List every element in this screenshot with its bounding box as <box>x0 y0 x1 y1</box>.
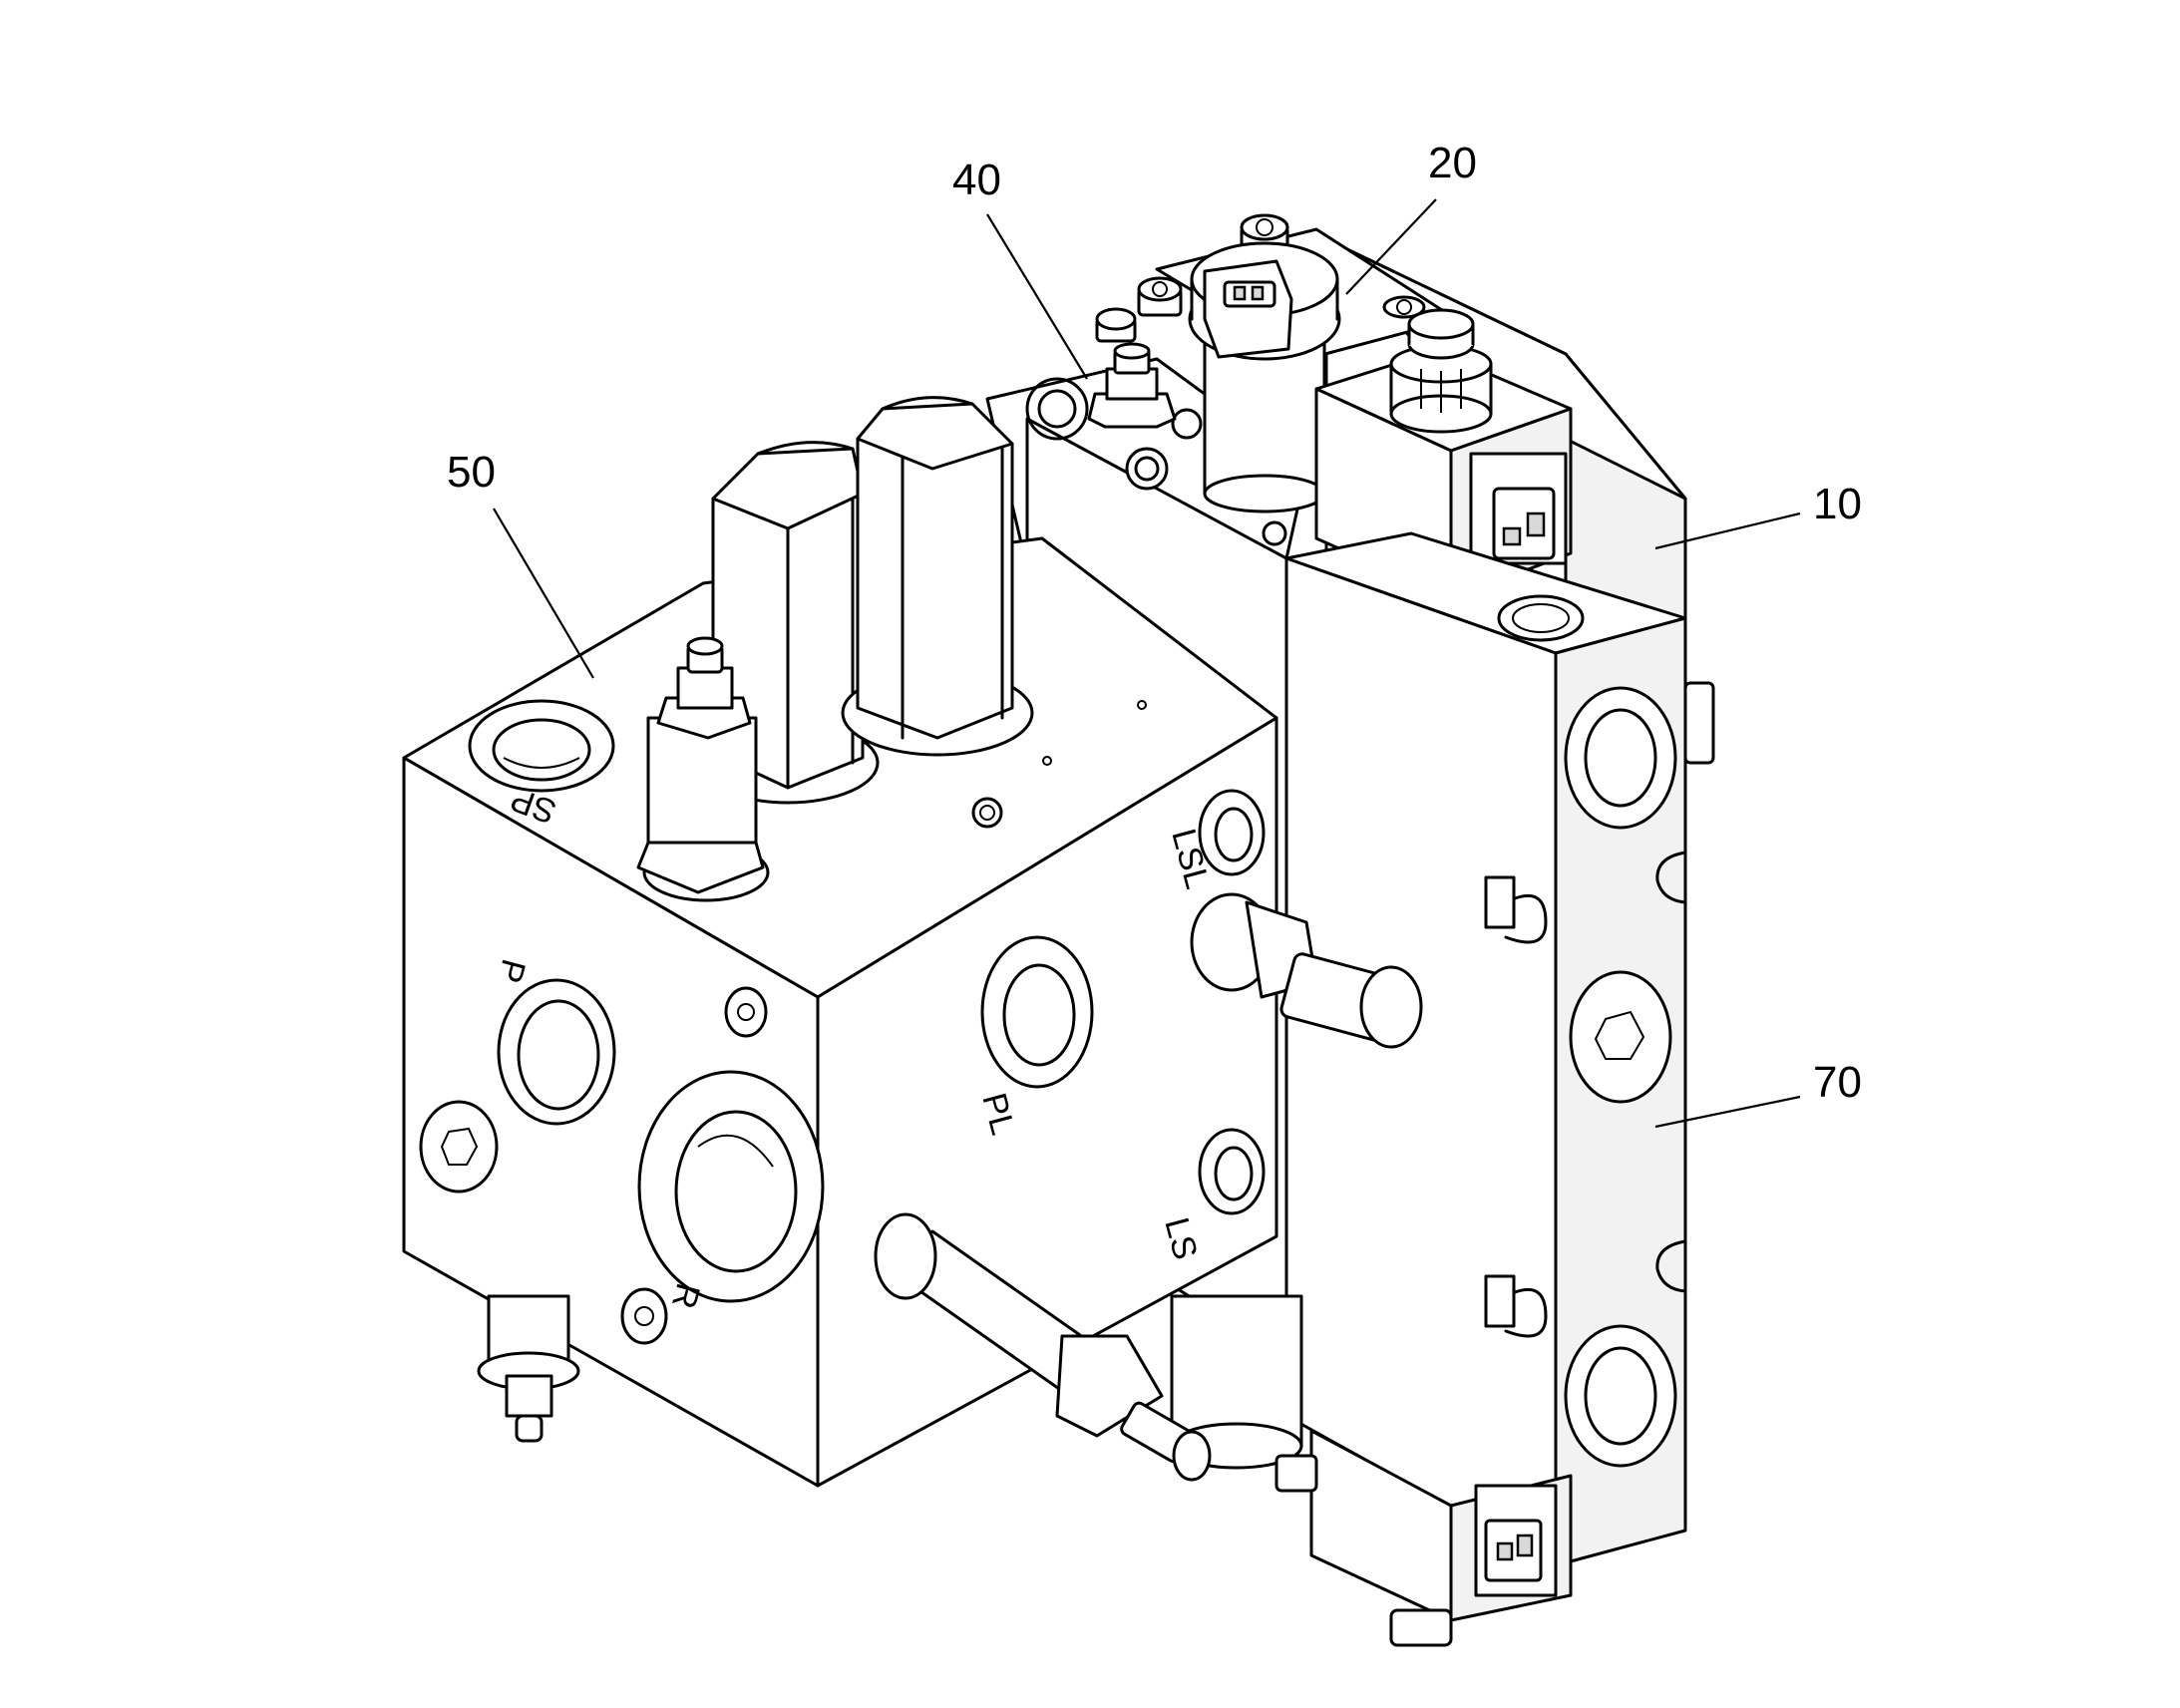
relief-valve-top <box>636 636 770 902</box>
lower-cartridge <box>1170 1294 1318 1493</box>
callout-40: 40 <box>952 156 1001 204</box>
solenoid-20 <box>1188 241 1341 513</box>
callout-10: 10 <box>1813 480 1862 528</box>
relief-valve-40 <box>1087 342 1177 429</box>
callout-20: 20 <box>1428 139 1477 187</box>
connector-icon <box>1203 259 1293 359</box>
callout-50: 50 <box>447 448 496 497</box>
cap-screw <box>1095 307 1137 343</box>
leader-50 <box>493 508 594 679</box>
leader-20 <box>1345 198 1437 295</box>
bottom-cartridge <box>874 1212 1212 1482</box>
hex-cap-right <box>841 396 1034 757</box>
leader-10 <box>1654 512 1801 550</box>
leader-70 <box>1654 1095 1801 1129</box>
cap-screw <box>1382 295 1426 319</box>
solenoid-coil-bottom <box>1309 1429 1573 1647</box>
hose-fitting-lsl <box>1190 892 1423 1049</box>
block-70 <box>1284 531 1715 1567</box>
leader-40 <box>986 213 1088 380</box>
cap-screw <box>1137 276 1183 317</box>
underside-cartridge <box>477 1294 580 1443</box>
knurled-knob-icon <box>1389 308 1493 434</box>
callout-70: 70 <box>1813 1058 1862 1107</box>
block-50 <box>402 396 1423 1488</box>
